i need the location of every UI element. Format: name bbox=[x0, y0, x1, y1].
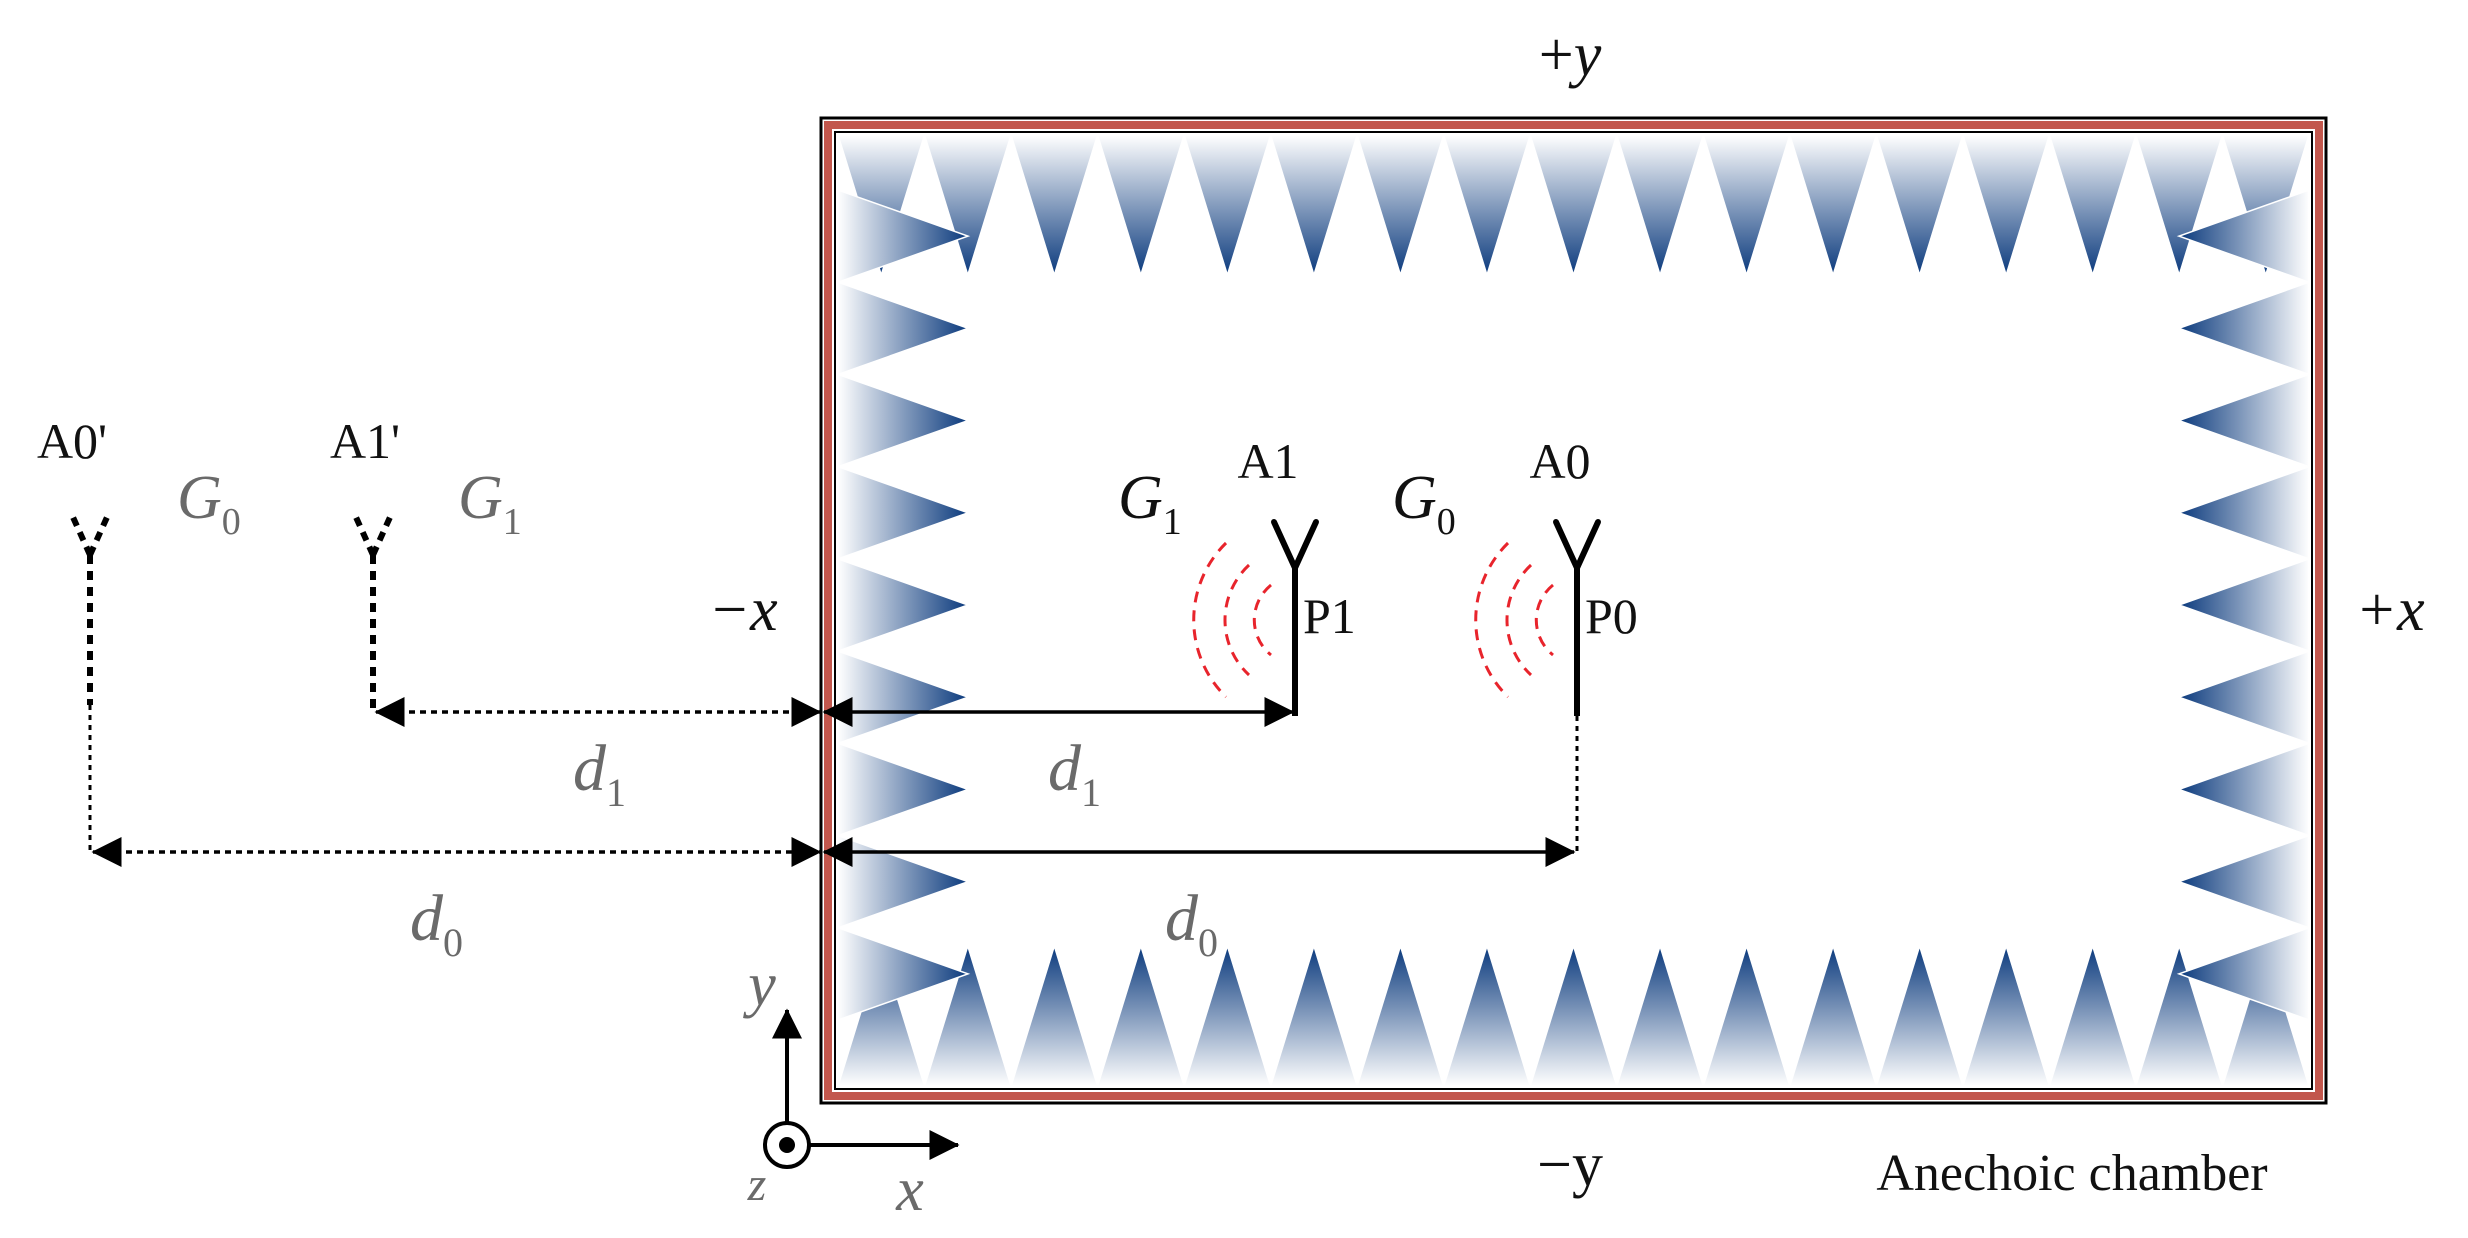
absorber-cone-bottom bbox=[1442, 943, 1532, 1087]
chamber-inner-wall bbox=[834, 131, 2313, 1090]
label-p0: P0 bbox=[1585, 588, 1638, 644]
label-a0: A0 bbox=[1529, 433, 1590, 489]
absorber-cone-top bbox=[1702, 134, 1791, 278]
label-a1: A1 bbox=[1237, 433, 1298, 489]
absorber-cone-bottom bbox=[1615, 943, 1705, 1087]
absorber-cone-bottom bbox=[1961, 943, 2051, 1087]
distance-d0-image: d0 bbox=[410, 882, 463, 965]
absorber-cone-left bbox=[837, 742, 971, 837]
absorber-cone-right bbox=[2176, 281, 2310, 376]
absorber-cone-right bbox=[2176, 926, 2310, 1022]
absorber-cone-bottom bbox=[1010, 943, 1099, 1087]
distance-d1-real: d1 bbox=[1048, 732, 1101, 815]
absorber-cone-bottom bbox=[1183, 943, 1272, 1087]
absorber-cone-right bbox=[2176, 742, 2310, 837]
absorber-cone-left bbox=[837, 373, 971, 468]
absorber-cone-top bbox=[1183, 134, 1272, 278]
absorber-cone-right bbox=[2176, 650, 2310, 745]
label-a0-image: A0' bbox=[37, 413, 107, 469]
absorber-cone-bottom bbox=[2048, 943, 2137, 1087]
distance-d1-image: d1 bbox=[573, 732, 626, 815]
absorber-cone-right bbox=[2176, 373, 2310, 468]
absorber-cone-bottom bbox=[2134, 943, 2224, 1087]
absorber-cone-top bbox=[1961, 134, 2051, 278]
absorber-cone-left bbox=[837, 926, 971, 1022]
absorber-cone-bottom bbox=[1529, 943, 1618, 1087]
absorber-cone-top bbox=[1096, 134, 1186, 278]
antenna-a1-image bbox=[352, 513, 394, 712]
axis-label-z: z bbox=[747, 1158, 767, 1211]
label-minus-x: −x bbox=[708, 576, 778, 644]
radiation-waves-a0 bbox=[1474, 541, 1554, 699]
absorber-cone-top bbox=[1788, 134, 1878, 278]
gain-g1-image: G1 bbox=[458, 464, 522, 543]
absorber-cone-bottom bbox=[1702, 943, 1791, 1087]
absorber-cone-left bbox=[837, 557, 971, 653]
chamber-outer-wall bbox=[819, 116, 2328, 1105]
absorber-cone-top bbox=[923, 134, 1013, 278]
absorber-cone-left bbox=[837, 188, 971, 284]
absorber-cone-top bbox=[1615, 134, 1705, 278]
label-a1-image: A1' bbox=[330, 413, 400, 469]
axis-label-y: y bbox=[742, 951, 776, 1019]
absorber-cones bbox=[836, 134, 2311, 1087]
absorber-cone-left bbox=[837, 281, 971, 376]
gain-g0-image: G0 bbox=[177, 464, 241, 543]
absorber-cone-top bbox=[1875, 134, 1964, 278]
absorber-cone-top bbox=[1010, 134, 1099, 278]
radiation-waves-a1 bbox=[1192, 541, 1272, 699]
antenna-a1 bbox=[1271, 519, 1319, 716]
absorber-cone-bottom bbox=[1788, 943, 1878, 1087]
absorber-cone-right bbox=[2176, 557, 2310, 653]
label-plus-x: +x bbox=[2355, 576, 2425, 644]
absorber-cone-bottom bbox=[1356, 943, 1445, 1087]
absorber-cone-bottom bbox=[836, 943, 926, 1087]
antenna-a0 bbox=[1553, 519, 1601, 716]
label-p1: P1 bbox=[1303, 588, 1356, 644]
absorber-cone-bottom bbox=[2221, 943, 2311, 1087]
absorber-cone-top bbox=[1356, 134, 1445, 278]
antenna-a0-image bbox=[69, 513, 111, 705]
coordinate-axes bbox=[763, 1008, 960, 1169]
label-plus-y: +y bbox=[1539, 21, 1602, 89]
label-minus-y: −y bbox=[1537, 1131, 1603, 1199]
absorber-cone-top bbox=[1269, 134, 1359, 278]
distance-d0-real: d0 bbox=[1165, 882, 1218, 965]
chamber-label: Anechoic chamber bbox=[1876, 1145, 2267, 1202]
absorber-cone-bottom bbox=[1269, 943, 1359, 1087]
absorber-cone-top bbox=[1529, 134, 1618, 278]
absorber-cone-bottom bbox=[1875, 943, 1964, 1087]
absorber-cone-top bbox=[2134, 134, 2224, 278]
absorber-cone-bottom bbox=[1096, 943, 1186, 1087]
absorber-cone-bottom bbox=[923, 943, 1013, 1087]
absorber-cone-left bbox=[837, 465, 971, 560]
absorber-cone-top bbox=[1442, 134, 1532, 278]
axis-label-x: x bbox=[895, 1156, 924, 1224]
absorber-cone-right bbox=[2176, 834, 2310, 929]
absorber-cone-right bbox=[2176, 188, 2310, 284]
absorber-cone-right bbox=[2176, 465, 2310, 560]
gain-g0-inner: G0 bbox=[1392, 464, 1456, 543]
chamber-red-wall bbox=[824, 121, 2323, 1100]
absorber-cone-top bbox=[2048, 134, 2137, 278]
gain-g1-inner: G1 bbox=[1118, 464, 1182, 543]
